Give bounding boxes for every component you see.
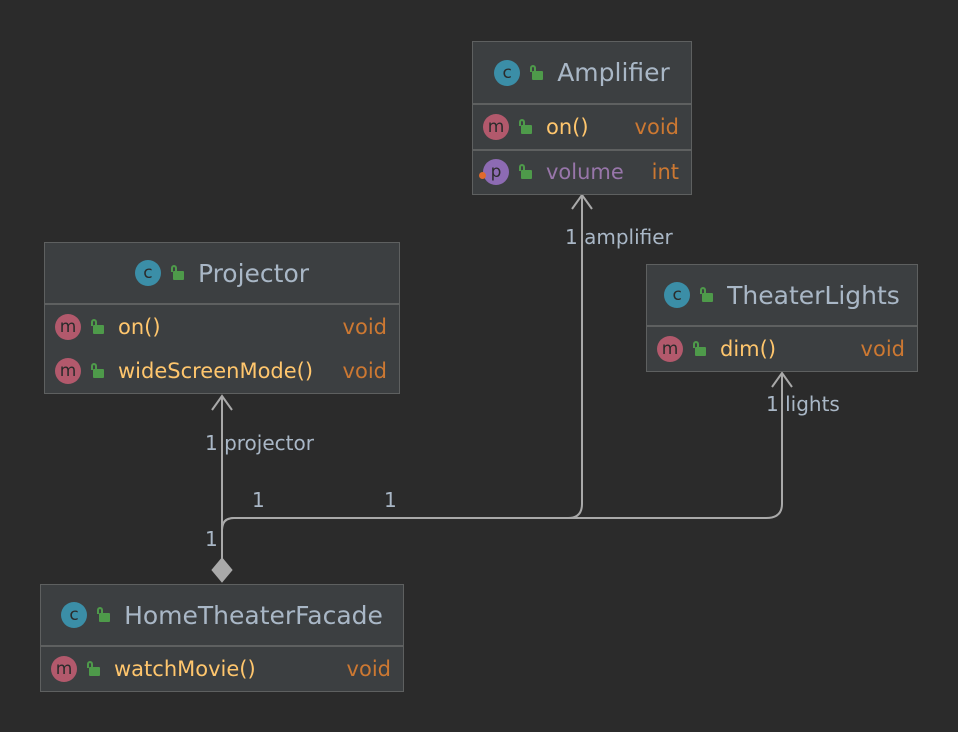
public-lock-icon xyxy=(96,607,111,623)
class-icon: c xyxy=(664,282,691,308)
method-type: void xyxy=(346,657,391,681)
public-lock-icon xyxy=(170,265,184,281)
public-lock-icon xyxy=(699,287,714,303)
public-lock-icon xyxy=(692,341,706,357)
public-lock-icon xyxy=(529,64,544,81)
public-lock-icon xyxy=(86,661,100,677)
edge-label-lights-role: 1 lights xyxy=(766,392,840,416)
method-icon: m xyxy=(657,336,683,362)
edge-label-projector-role: 1 projector xyxy=(205,431,314,455)
class-projector[interactable]: c Projector m on() void m wideScreenMode… xyxy=(44,242,400,394)
edge-label-source-mult: 1 xyxy=(252,488,265,512)
method-row[interactable]: m wideScreenMode() void xyxy=(45,349,399,393)
property-name: volume xyxy=(546,160,624,184)
method-icon: m xyxy=(55,314,81,340)
edge-label-amplifier-role: 1 amplifier xyxy=(565,225,673,249)
class-header: c HomeTheaterFacade xyxy=(41,585,403,647)
method-type: void xyxy=(342,315,387,339)
class-home-theater-facade[interactable]: c HomeTheaterFacade m watchMovie() void xyxy=(40,584,404,692)
edge-label-source-mult: 1 xyxy=(384,488,397,512)
method-row[interactable]: m watchMovie() void xyxy=(41,647,403,691)
method-row[interactable]: m on() void xyxy=(45,305,399,349)
method-name: on() xyxy=(546,115,589,139)
method-name: wideScreenMode() xyxy=(118,359,314,383)
method-icon: m xyxy=(55,358,81,384)
class-header: c Projector xyxy=(45,243,399,305)
arrow-projector xyxy=(211,394,233,411)
class-header: c Amplifier xyxy=(473,42,691,105)
class-name: Amplifier xyxy=(557,58,670,87)
property-row[interactable]: p volume int xyxy=(473,151,691,193)
property-icon: p xyxy=(479,159,509,185)
class-header: c TheaterLights xyxy=(647,265,917,327)
method-row[interactable]: m on() void xyxy=(473,105,691,151)
method-name: dim() xyxy=(720,337,777,361)
public-lock-icon xyxy=(518,164,532,180)
method-icon: m xyxy=(483,114,509,140)
public-lock-icon xyxy=(518,119,532,135)
class-icon: c xyxy=(61,602,88,628)
method-icon: m xyxy=(51,656,77,682)
class-amplifier[interactable]: c Amplifier m on() void p volume int xyxy=(472,41,692,195)
edge-label-source-mult: 1 xyxy=(205,527,218,551)
method-type: void xyxy=(342,359,387,383)
method-type: void xyxy=(860,337,905,361)
method-type: void xyxy=(634,115,679,139)
field-dot-icon xyxy=(479,172,486,179)
composition-diamond xyxy=(211,557,233,583)
class-name: HomeTheaterFacade xyxy=(124,600,383,630)
public-lock-icon xyxy=(90,363,104,379)
public-lock-icon xyxy=(90,319,104,335)
arrow-amplifier xyxy=(571,193,593,210)
class-name: TheaterLights xyxy=(727,280,900,310)
method-row[interactable]: m dim() void xyxy=(647,327,917,371)
method-name: watchMovie() xyxy=(114,657,256,681)
arrow-lights xyxy=(771,371,793,388)
class-icon: c xyxy=(134,260,161,286)
class-name: Projector xyxy=(197,258,310,288)
badge-letter: p xyxy=(490,162,502,182)
property-type: int xyxy=(651,160,679,184)
class-icon: c xyxy=(494,59,521,86)
edge-lights xyxy=(221,373,783,570)
class-theater-lights[interactable]: c TheaterLights m dim() void xyxy=(646,264,918,372)
method-name: on() xyxy=(118,315,161,339)
